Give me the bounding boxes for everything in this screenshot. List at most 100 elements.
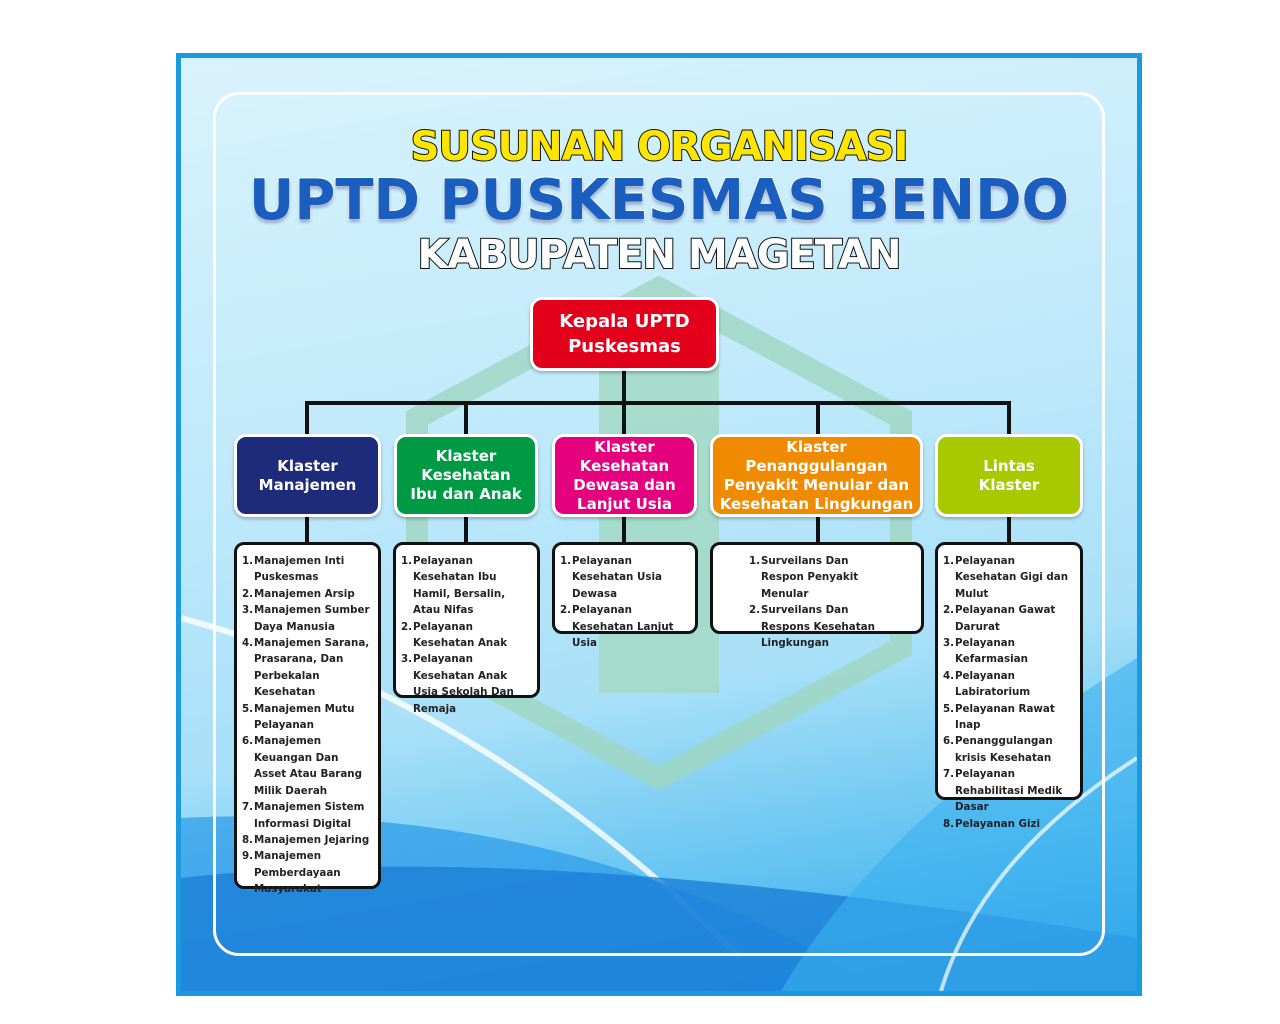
item-text: Surveilans Dan Respons Kesehatan Lingkun…: [761, 604, 875, 650]
connector: [816, 401, 820, 437]
cluster-header-dewasa-lansia: Klaster Kesehatan Dewasa dan Lanjut Usia: [552, 434, 697, 517]
item-text: Manajemen Mutu Pelayanan: [254, 702, 355, 732]
list-item: 2.Manajemen Arsip: [242, 586, 374, 602]
cluster-header-ibu-anak: Klaster Kesehatan Ibu dan Anak: [394, 434, 538, 517]
item-text: Pelayanan Kefarmasian: [955, 637, 1028, 666]
connector: [1007, 514, 1011, 545]
list-item: 1.Manajemen Inti Puskesmas: [242, 553, 374, 586]
inner-border: [213, 92, 1105, 956]
list-item: 1.Pelayanan Kesehatan Usia Dewasa: [560, 553, 691, 602]
item-number: 4.: [943, 669, 955, 682]
list-item: 8.Manajemen Jejaring: [242, 832, 374, 848]
item-number: 2.: [749, 604, 761, 617]
item-number: 7.: [943, 768, 955, 781]
item-number: 1.: [242, 555, 254, 567]
connector: [816, 514, 820, 545]
item-text: Manajemen Keuangan Dan Asset Atau Barang…: [254, 735, 362, 797]
list-item: 2.Pelayanan Gawat Darurat: [943, 602, 1076, 635]
item-number: 1.: [560, 555, 572, 567]
item-text: Pelayanan Kesehatan Anak Usia Sekolah Da…: [413, 653, 514, 715]
item-number: 2.: [401, 620, 413, 633]
title-line-3: KABUPATEN MAGETAN: [417, 231, 903, 279]
item-number: 3.: [943, 637, 955, 650]
list-item: 8.Pelayanan Gizi: [943, 816, 1076, 832]
item-text: Pelayanan Kesehatan Usia Dewasa: [572, 555, 662, 600]
list-item: 5.Manajemen Mutu Pelayanan: [242, 701, 374, 734]
item-number: 2.: [943, 604, 955, 617]
cluster-header-manajemen: Klaster Manajemen: [234, 434, 381, 517]
item-number: 3.: [242, 604, 254, 617]
connector: [622, 370, 626, 405]
connector: [622, 514, 626, 545]
item-text: Pelayanan Gawat Darurat: [955, 604, 1056, 633]
item-number: 5.: [242, 702, 254, 715]
item-number: 5.: [943, 702, 955, 715]
item-text: Pelayanan Kesehatan Lanjut Usia: [572, 604, 674, 650]
list-item: 3.Pelayanan Kesehatan Anak Usia Sekolah …: [401, 651, 533, 717]
item-number: 1.: [749, 555, 761, 567]
item-text: Pelayanan Kesehatan Anak: [413, 620, 508, 650]
item-text: Manajemen Jejaring: [254, 833, 370, 846]
list-p2-kesling: 1.Surveilans Dan Respon Penyakit Menular…: [710, 542, 924, 649]
item-text: Manajemen Pemberdayaan Masyarakat: [254, 850, 341, 896]
item-text: Manajemen Arsip: [254, 587, 355, 600]
head-box: Kepala UPTD Puskesmas: [530, 297, 719, 371]
item-text: Manajemen Inti Puskesmas: [254, 555, 345, 584]
list-item: 2.Pelayanan Kesehatan Lanjut Usia: [560, 602, 691, 651]
list-item: 2.Pelayanan Kesehatan Anak: [401, 619, 533, 652]
item-text: Manajemen Sumber Daya Manusia: [254, 604, 370, 633]
item-text: Pelayanan Labiratorium: [955, 669, 1031, 699]
item-number: 8.: [242, 833, 254, 846]
item-number: 9.: [242, 850, 254, 863]
item-number: 7.: [242, 801, 254, 814]
list-item: 6.Manajemen Keuangan Dan Asset Atau Bara…: [242, 733, 374, 799]
title-line-2: UPTD PUSKESMAS BENDO: [248, 167, 1070, 234]
connector: [464, 401, 468, 437]
title-line-1: SUSUNAN ORGANISASI: [410, 123, 910, 171]
connector: [464, 514, 468, 545]
item-number: 6.: [943, 735, 955, 748]
connector: [305, 401, 309, 437]
item-text: Pelayanan Rehabilitasi Medik Dasar: [955, 768, 1063, 814]
connector: [1007, 401, 1011, 437]
list-item: 4.Pelayanan Labiratorium: [943, 668, 1076, 701]
item-list: 1.Pelayanan Kesehatan Ibu Hamil, Bersali…: [401, 553, 533, 717]
item-number: 6.: [242, 735, 254, 748]
list-item: 7.Pelayanan Rehabilitasi Medik Dasar: [943, 766, 1076, 815]
list-item: 4.Manajemen Sarana, Prasarana, Dan Perbe…: [242, 635, 374, 701]
list-item: 3.Manajemen Sumber Daya Manusia: [242, 602, 374, 635]
list-ibu-anak: 1.Pelayanan Kesehatan Ibu Hamil, Bersali…: [393, 542, 540, 715]
item-number: 2.: [242, 587, 254, 600]
connector: [305, 401, 1011, 405]
item-text: Pelayanan Rawat Inap: [955, 702, 1055, 732]
list-item: 9.Manajemen Pemberdayaan Masyarakat: [242, 848, 374, 897]
item-number: 4.: [242, 637, 254, 650]
list-item: 2.Surveilans Dan Respons Kesehatan Lingk…: [749, 602, 891, 651]
list-item: 1.Surveilans Dan Respon Penyakit Menular: [749, 553, 891, 602]
item-number: 3.: [401, 653, 413, 666]
item-text: Penanggulangan krisis Kesehatan: [955, 735, 1053, 764]
list-item: 6.Penanggulangan krisis Kesehatan: [943, 733, 1076, 766]
item-number: 1.: [943, 555, 955, 567]
list-item: 5.Pelayanan Rawat Inap: [943, 701, 1076, 734]
list-item: 1.Pelayanan Kesehatan Gigi dan Mulut: [943, 553, 1076, 602]
connector: [622, 401, 626, 437]
item-number: 2.: [560, 604, 572, 617]
cluster-header-p2-kesling: Klaster Penanggulangan Penyakit Menular …: [710, 434, 923, 517]
list-item: 7.Manajemen Sistem Informasi Digital: [242, 799, 374, 832]
list-item: 1.Pelayanan Kesehatan Ibu Hamil, Bersali…: [401, 553, 533, 619]
item-text: Manajemen Sistem Informasi Digital: [254, 801, 365, 830]
cluster-header-lintas: Lintas Klaster: [935, 434, 1083, 517]
list-item: 3.Pelayanan Kefarmasian: [943, 635, 1076, 668]
connector: [305, 514, 309, 545]
item-text: Pelayanan Gizi: [955, 817, 1041, 830]
item-text: Pelayanan Kesehatan Gigi dan Mulut: [955, 555, 1069, 600]
item-number: 8.: [943, 817, 955, 830]
item-text: Pelayanan Kesehatan Ibu Hamil, Bersalin,…: [413, 555, 506, 617]
